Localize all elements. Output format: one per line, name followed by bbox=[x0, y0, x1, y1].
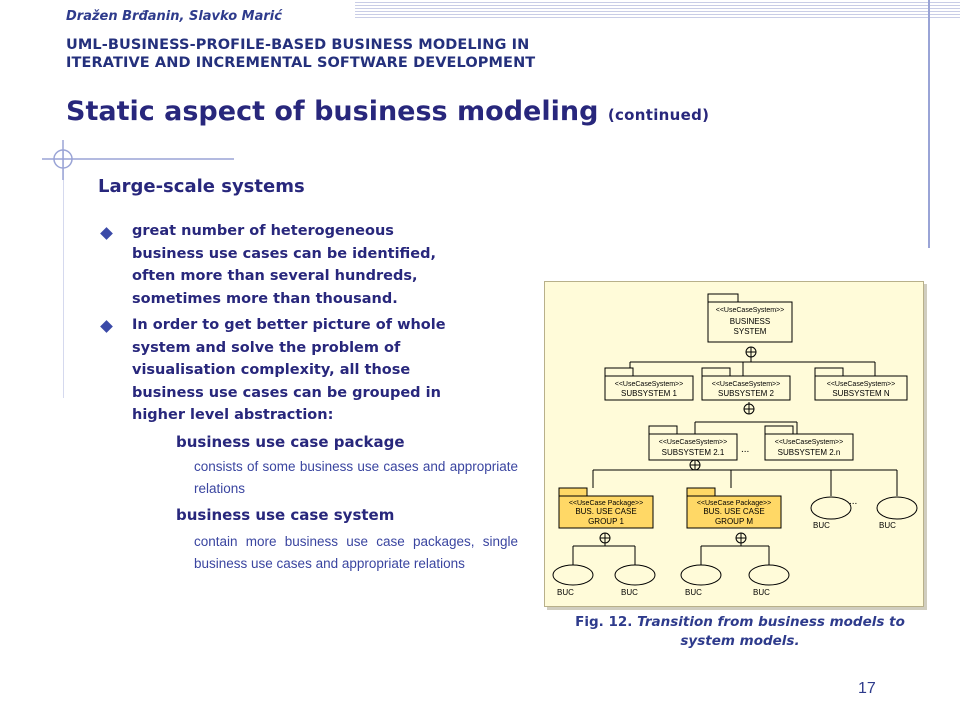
uml-subsystem-2-box: <<UseCaseSystem>> SUBSYSTEM 2 bbox=[701, 367, 791, 401]
bullet-item: In order to get better picture of whole … bbox=[132, 314, 522, 427]
node-label: BUS. USE CASE bbox=[575, 507, 636, 516]
node-label: SUBSYSTEM 2 bbox=[718, 389, 775, 398]
subitem-text: contain more business use case packages,… bbox=[194, 534, 518, 571]
use-case-ellipse bbox=[876, 496, 918, 520]
uml-subsystem-2-n-box: <<UseCaseSystem>> SUBSYSTEM 2.n bbox=[764, 425, 854, 461]
bullet-item: great number of heterogeneous business u… bbox=[132, 220, 522, 310]
node-label: GROUP 1 bbox=[588, 517, 624, 526]
use-case-label: BUC bbox=[813, 521, 830, 530]
slide-title-main: Static aspect of business modeling bbox=[66, 96, 599, 127]
uml-subsystem-1-box: <<UseCaseSystem>> SUBSYSTEM 1 bbox=[604, 367, 694, 401]
bullet-line: higher level abstraction: bbox=[132, 407, 334, 423]
bullet-line: business use cases can be grouped in bbox=[132, 384, 441, 401]
use-case-label: BUC bbox=[685, 588, 702, 597]
bullet-diamond-icon bbox=[100, 227, 113, 240]
node-label: SUBSYSTEM 1 bbox=[621, 389, 678, 398]
paper-authors: Dražen Brđanin, Slavko Marić bbox=[66, 9, 282, 24]
node-label: SYSTEM bbox=[734, 327, 767, 336]
use-case-label: BUC bbox=[621, 588, 638, 597]
section-heading: Large-scale systems bbox=[98, 176, 305, 197]
use-case-label: BUC bbox=[753, 588, 770, 597]
stereotype-label: <<UseCaseSystem>> bbox=[716, 307, 784, 314]
containment-icon bbox=[689, 459, 701, 471]
bullet-line: great number of heterogeneous bbox=[132, 223, 394, 239]
node-label: SUBSYSTEM 2.1 bbox=[662, 448, 725, 457]
stereotype-label: <<UseCaseSystem>> bbox=[659, 439, 727, 446]
stereotype-label: <<UseCase Package>> bbox=[697, 500, 771, 507]
bullet-line: business use cases can be identified, bbox=[132, 245, 437, 262]
node-label: SUBSYSTEM 2.n bbox=[778, 448, 841, 457]
node-label: SUBSYSTEM N bbox=[832, 389, 890, 398]
subitem-heading: business use case system bbox=[176, 506, 395, 524]
uml-subsystem-n-box: <<UseCaseSystem>> SUBSYSTEM N bbox=[814, 367, 908, 401]
stereotype-label: <<UseCase Package>> bbox=[569, 500, 643, 507]
uml-business-system-box: <<UseCaseSystem>> BUSINESS SYSTEM bbox=[707, 293, 793, 343]
ellipsis-label: ... bbox=[849, 496, 857, 507]
containment-icon bbox=[735, 532, 747, 544]
page-number: 17 bbox=[858, 680, 876, 697]
node-label: GROUP M bbox=[715, 517, 753, 526]
header-hatch-band bbox=[355, 0, 960, 18]
bullet-line: visualisation complexity, all those bbox=[132, 362, 411, 378]
use-case-ellipse bbox=[810, 496, 852, 520]
subitem-heading: business use case package bbox=[176, 433, 405, 451]
ellipsis-label: ... bbox=[741, 444, 749, 455]
containment-icon bbox=[745, 346, 757, 358]
use-case-label: BUC bbox=[557, 588, 574, 597]
bullet-line: In order to get better picture of whole bbox=[132, 317, 446, 333]
use-case-ellipse bbox=[552, 564, 594, 586]
caption-lead: Fig. 12. bbox=[575, 614, 633, 630]
uml-diagram: <<UseCaseSystem>> BUSINESS SYSTEM <<UseC… bbox=[552, 293, 918, 597]
containment-icon bbox=[599, 532, 611, 544]
caption-text: Transition from business models to syste… bbox=[637, 614, 905, 649]
use-case-ellipse bbox=[680, 564, 722, 586]
node-label: BUS. USE CASE bbox=[703, 507, 764, 516]
uml-subsystem-2-1-box: <<UseCaseSystem>> SUBSYSTEM 2.1 bbox=[648, 425, 738, 461]
use-case-ellipse bbox=[748, 564, 790, 586]
left-vertical-rule bbox=[63, 150, 64, 398]
node-label: BUSINESS bbox=[730, 317, 770, 326]
paper-title-line: UML-BUSINESS-PROFILE-BASED BUSINESS MODE… bbox=[66, 37, 530, 53]
bullet-line: system and solve the problem of bbox=[132, 339, 401, 356]
bullet-line: sometimes more than thousand. bbox=[132, 290, 398, 307]
corner-cross-decoration bbox=[42, 140, 234, 180]
bullet-line: often more than several hundreds, bbox=[132, 268, 418, 284]
slide-title: Static aspect of business modeling (cont… bbox=[66, 96, 709, 127]
paper-title: UML-BUSINESS-PROFILE-BASED BUSINESS MODE… bbox=[66, 36, 746, 72]
use-case-label: BUC bbox=[879, 521, 896, 530]
uml-package-group-m-box: <<UseCase Package>> BUS. USE CASE GROUP … bbox=[686, 487, 782, 529]
containment-icon bbox=[743, 403, 755, 415]
bullet-diamond-icon bbox=[100, 320, 113, 333]
right-vertical-rule bbox=[928, 0, 930, 248]
paper-title-line: ITERATIVE AND INCREMENTAL SOFTWARE DEVEL… bbox=[66, 55, 536, 71]
subitem-text: consists of some business use cases and … bbox=[194, 459, 518, 496]
use-case-ellipse bbox=[614, 564, 656, 586]
slide-title-suffix: (continued) bbox=[607, 106, 710, 124]
uml-figure: <<UseCaseSystem>> BUSINESS SYSTEM <<UseC… bbox=[544, 281, 924, 607]
stereotype-label: <<UseCaseSystem>> bbox=[712, 381, 780, 388]
uml-package-group-1-box: <<UseCase Package>> BUS. USE CASE GROUP … bbox=[558, 487, 654, 529]
stereotype-label: <<UseCaseSystem>> bbox=[827, 381, 895, 388]
figure-caption: Fig. 12. Transition from business models… bbox=[552, 613, 928, 651]
stereotype-label: <<UseCaseSystem>> bbox=[775, 439, 843, 446]
stereotype-label: <<UseCaseSystem>> bbox=[615, 381, 683, 388]
